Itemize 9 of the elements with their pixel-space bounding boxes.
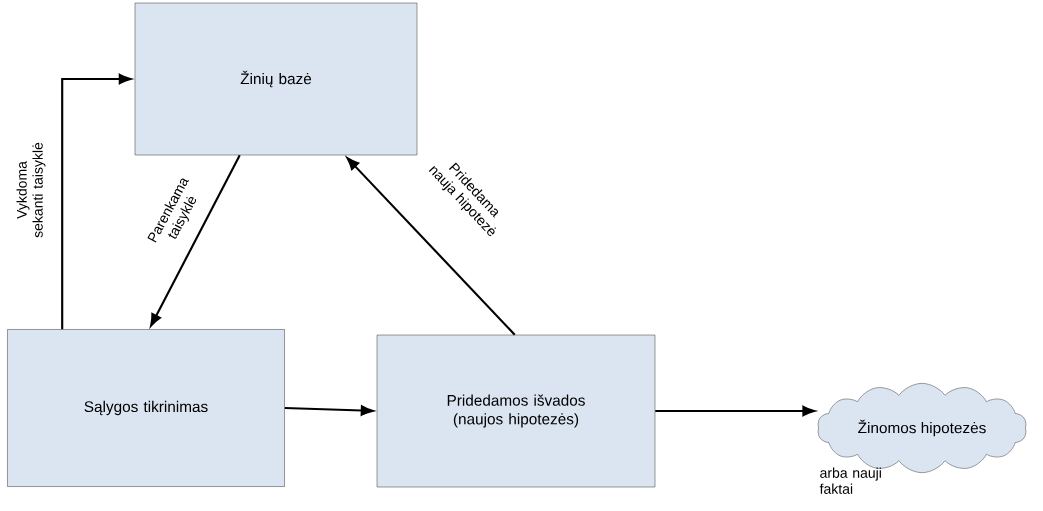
arrow: [346, 157, 516, 336]
process-box: Žinių bazė: [134, 2, 418, 156]
process-box: Sąlygos tikrinimas: [7, 329, 285, 487]
arrow: [655, 405, 815, 417]
arrow: [284, 405, 374, 416]
arrow: [150, 154, 241, 327]
edge-label: Vykdoma sekanti taisyklė: [16, 142, 46, 238]
process-box: Pridedamos išvados (naujos hipotezės): [376, 334, 656, 488]
arrow: [61, 73, 132, 330]
